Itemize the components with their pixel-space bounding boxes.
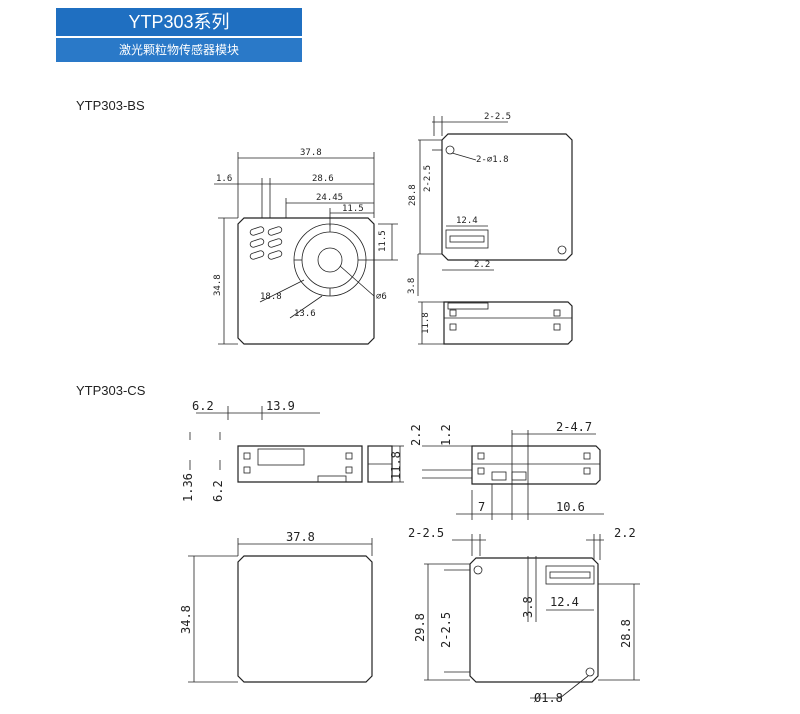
cs-side-e: 7 bbox=[478, 500, 485, 514]
bs-vent-slots bbox=[249, 226, 283, 260]
bs-back-side: 3.8 bbox=[407, 278, 417, 294]
bs-front-d1: 18.8 bbox=[260, 292, 282, 302]
bs-front-w4: 11.5 bbox=[342, 204, 364, 214]
cs-side-b: 1.2 bbox=[439, 424, 453, 446]
cs-back-tr: 2.2 bbox=[614, 526, 636, 540]
bs-back-top: 2-2.5 bbox=[484, 112, 511, 122]
bs-back-bottom: 2.2 bbox=[474, 260, 490, 270]
series-subtitle: 激光颗粒物传感器模块 bbox=[56, 38, 302, 62]
bs-connector bbox=[445, 229, 489, 249]
cs-back-c1: 3.8 bbox=[521, 596, 535, 618]
cs-mount-hole-tl bbox=[473, 565, 483, 575]
cs-side-view: 2-4.7 2.2 1.2 7 10.6 bbox=[409, 420, 604, 520]
series-title: YTP303系列 bbox=[56, 8, 302, 36]
cs-front-height: 34.8 bbox=[179, 605, 193, 634]
cs-front-view: 37.8 34.8 bbox=[179, 530, 373, 683]
cs-top-b: 13.9 bbox=[266, 399, 295, 413]
cs-side-a: 2.2 bbox=[409, 424, 423, 446]
cs-back-connector: 12.4 bbox=[550, 595, 579, 609]
cs-side-f: 10.6 bbox=[556, 500, 585, 514]
cs-top-side-height: 11.8 bbox=[389, 451, 403, 480]
section-label-cs: YTP303-CS bbox=[76, 383, 146, 398]
bs-back-hole: 2-⌀1.8 bbox=[476, 155, 509, 165]
bs-front-w1: 1.6 bbox=[216, 174, 232, 184]
bs-front-w2: 28.6 bbox=[312, 174, 334, 184]
bs-front-d2: 13.6 bbox=[294, 309, 316, 319]
cs-mount-hole-br bbox=[585, 667, 595, 677]
bs-side-height: 11.8 bbox=[421, 312, 431, 334]
bs-back-left: 2-2.5 bbox=[423, 165, 433, 192]
section-label-bs: YTP303-BS bbox=[76, 98, 145, 113]
bs-back-view: 2-2.5 2-⌀1.8 28.8 2-2.5 12.4 2.2 3.8 bbox=[407, 112, 573, 296]
cs-side-d: 2-4.7 bbox=[556, 420, 592, 434]
bs-front-view: 37.8 1.6 28.6 24.45 11.5 11.5 34.8 18.8 … bbox=[213, 148, 398, 345]
bs-side-view: 11.8 bbox=[418, 301, 573, 345]
bs-back-connector: 12.4 bbox=[456, 216, 478, 226]
cs-back-left2: 2-2.5 bbox=[439, 612, 453, 648]
cs-back-view: 2-2.5 2.2 3.8 12.4 29.8 2-2.5 28.8 Ø1.8 bbox=[408, 526, 640, 705]
bs-back-height: 28.8 bbox=[408, 184, 418, 206]
cs-front-width: 37.8 bbox=[286, 530, 315, 544]
bs-mount-hole-tl bbox=[445, 145, 455, 155]
cs-top-d: 6.2 bbox=[211, 480, 225, 502]
bs-front-width: 37.8 bbox=[300, 148, 322, 158]
cs-connector bbox=[545, 565, 595, 585]
cs-back-left1: 29.8 bbox=[413, 613, 427, 642]
cs-top-connector bbox=[257, 448, 305, 466]
cs-top-a: 6.2 bbox=[192, 399, 214, 413]
bs-front-hole: ⌀6 bbox=[376, 292, 387, 302]
cs-back-hole: Ø1.8 bbox=[534, 691, 563, 705]
bs-fan-ring bbox=[293, 223, 367, 297]
bs-front-height: 34.8 bbox=[213, 274, 223, 296]
bs-mount-hole-br bbox=[557, 245, 567, 255]
bs-front-w3: 24.45 bbox=[316, 193, 343, 203]
cs-top-c: 1.36 bbox=[181, 473, 195, 502]
cs-back-right: 28.8 bbox=[619, 619, 633, 648]
title-banner: YTP303系列 激光颗粒物传感器模块 bbox=[56, 8, 302, 62]
cs-top-view: 6.2 13.9 1.36 6.2 11.8 bbox=[181, 399, 404, 502]
cs-back-tl: 2-2.5 bbox=[408, 526, 444, 540]
bs-front-h-right: 11.5 bbox=[378, 230, 388, 252]
